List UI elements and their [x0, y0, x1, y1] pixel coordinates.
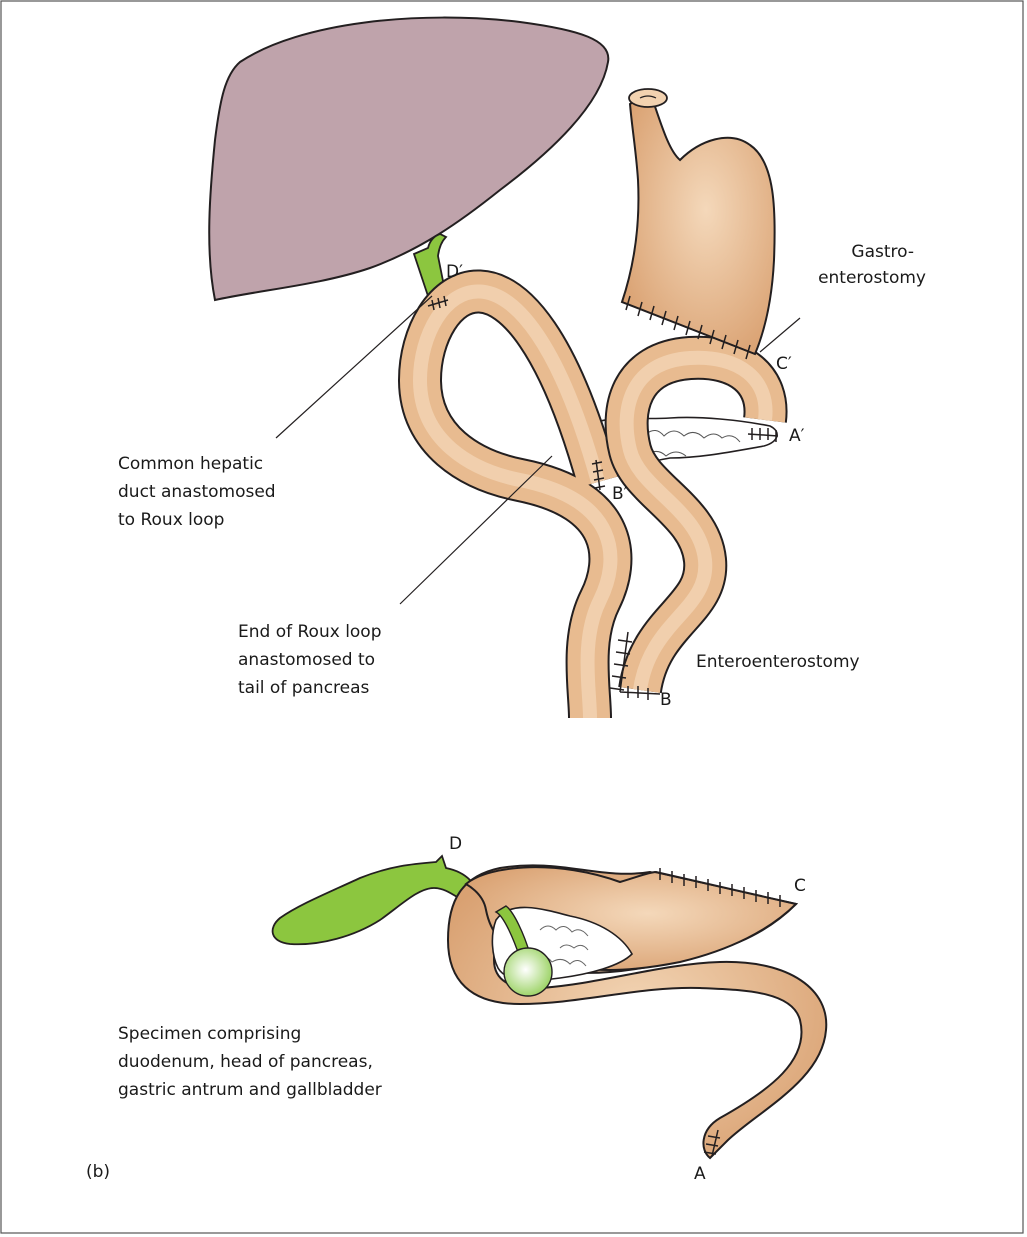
label-specimen-line2: duodenum, head of pancreas,: [118, 1050, 373, 1074]
label-b: B: [660, 688, 672, 712]
label-specimen-line3: gastric antrum and gallbladder: [118, 1078, 382, 1102]
label-b-prime: B′: [612, 482, 628, 506]
label-hepatic-line3: to Roux loop: [118, 508, 224, 532]
label-gastro-line2: enterostomy: [800, 266, 926, 290]
label-hepatic-line2: duct anastomosed: [118, 480, 276, 504]
label-specimen-line1: Specimen comprising: [118, 1022, 301, 1046]
label-roux-line1: End of Roux loop: [238, 620, 382, 644]
label-a-prime: A′: [789, 424, 805, 448]
label-d-prime: D′: [446, 260, 463, 284]
pancreas-head-lobule: [504, 948, 552, 996]
oesophagus-opening: [629, 89, 667, 107]
panel-label: (b): [86, 1160, 110, 1184]
label-c: C: [794, 874, 806, 898]
liver: [209, 18, 608, 300]
gallbladder: [273, 856, 470, 944]
stomach-remnant: [622, 92, 775, 354]
label-a: A: [694, 1162, 706, 1186]
label-enteroenterostomy: Enteroenterostomy: [696, 650, 860, 674]
label-d: D: [449, 832, 462, 856]
label-gastro-line1: Gastro-: [820, 240, 914, 264]
label-roux-line2: anastomosed to: [238, 648, 375, 672]
label-c-prime: C′: [776, 352, 792, 376]
label-hepatic-line1: Common hepatic: [118, 452, 263, 476]
label-roux-line3: tail of pancreas: [238, 676, 369, 700]
